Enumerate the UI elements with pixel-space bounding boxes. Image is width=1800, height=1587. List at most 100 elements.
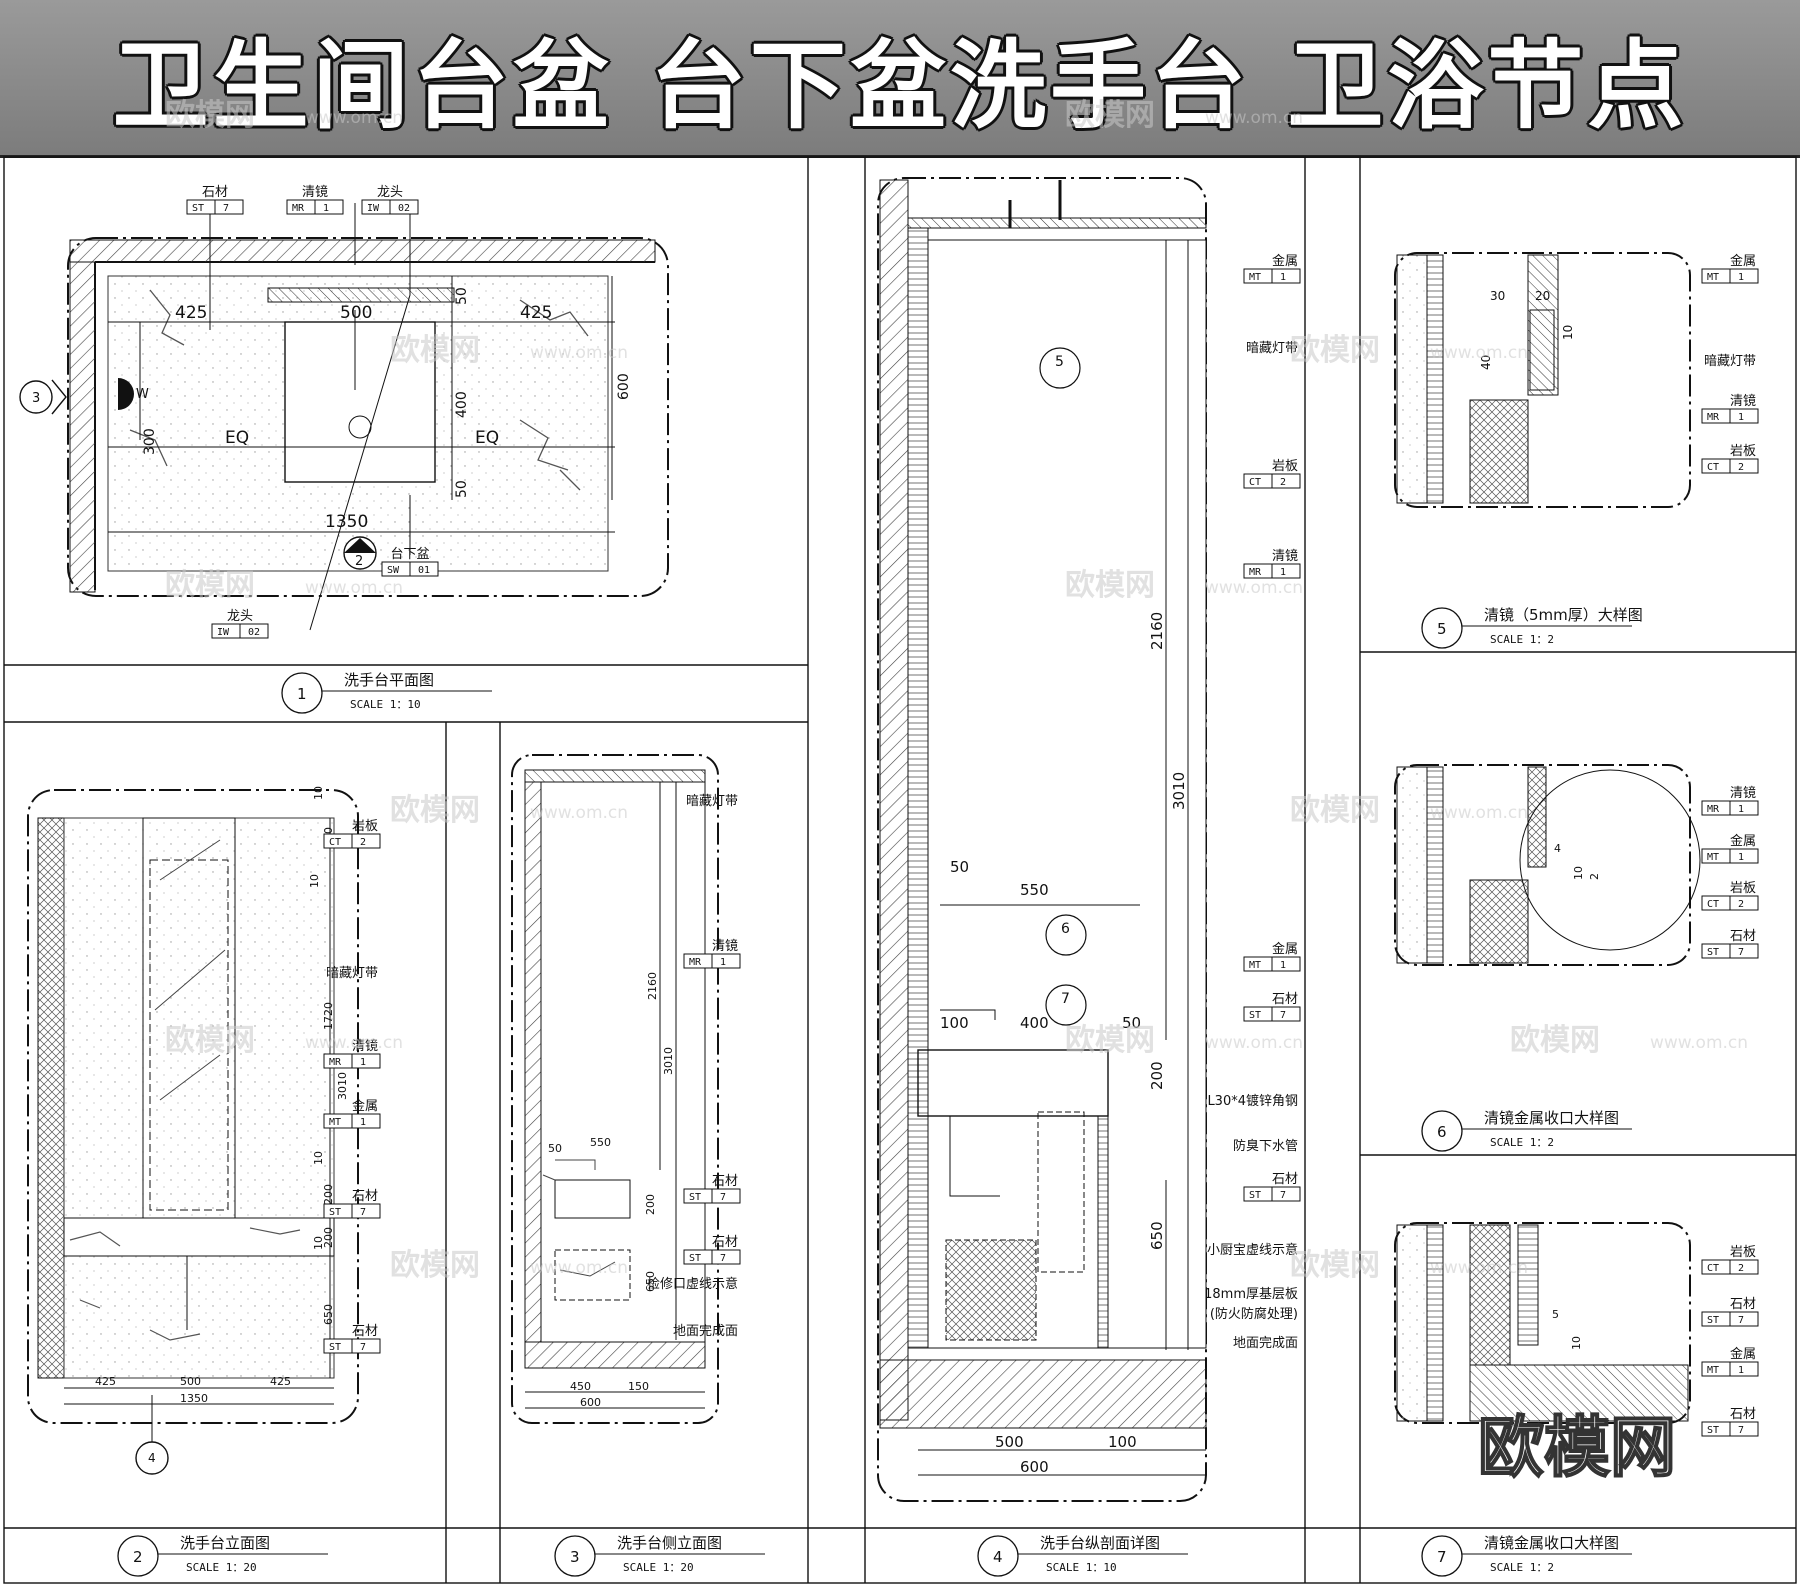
view1-tag-label: 台下盆 [390, 547, 429, 562]
view4-tag-num: 1 [1280, 960, 1286, 971]
view2-tag-label: 岩板 [352, 819, 378, 834]
view3-tag-label: 石材 [712, 1235, 738, 1250]
marker-side: 3 [32, 391, 40, 406]
view4-tag-code: ST [1249, 1010, 1261, 1021]
view6-tag-code: CT [1707, 899, 1719, 910]
view3-tag-5: 地面完成面 [673, 1324, 738, 1339]
view-5-detail: 30 20 40 10 [1394, 252, 1691, 508]
view-6-detail: 10 2 4 [1394, 764, 1701, 966]
view2-tag-label: 清镜 [352, 1039, 378, 1054]
v2-dim-10a: 10 [312, 786, 325, 800]
view1-number-circle [281, 672, 323, 714]
v2-dim-10d: 10 [312, 1236, 325, 1250]
v2-dim-200c: 200 [322, 1227, 335, 1248]
watermark-brand: 欧模网 [1065, 98, 1155, 133]
view1-tag-code: ST [192, 203, 204, 214]
view5-tag-label: 岩板 [1730, 444, 1756, 459]
dim-600: 600 [616, 373, 632, 400]
view4-tag-label: 金属 [1272, 253, 1298, 269]
view2-tag-2: 清镜 MR 1 [323, 1039, 381, 1069]
dim-w: W [136, 387, 149, 402]
view7-tag-label: 金属 [1730, 1346, 1756, 1362]
watermark-url: www.om.cn [305, 1033, 403, 1053]
view1-tag-num: 02 [248, 627, 260, 638]
view4-tag-label: 暗藏灯带 [1246, 341, 1298, 356]
view3-tag-0: 暗藏灯带 [686, 794, 738, 809]
view-3-side: 50 550 2160 3010 200 650 450 150 600 [511, 754, 719, 1424]
watermark-url: www.om.cn [1430, 1258, 1528, 1278]
dim-eq2: EQ [475, 428, 499, 448]
dim-50a: 50 [454, 287, 470, 305]
view2-tag-code: ST [329, 1342, 341, 1353]
view5-tag-label: 金属 [1730, 253, 1756, 269]
view6-tag-num: 7 [1738, 947, 1744, 958]
v4-dim-100: 100 [940, 1014, 969, 1032]
watermarks: 欧模网 www.om.cn 欧模网 www.om.cn 欧模网 www.om.cn 欧模网 w… [165, 98, 1748, 1487]
view5-name: 清镜（5mm厚）大样图 [1484, 606, 1643, 624]
watermark-url: www.om.cn [305, 108, 403, 128]
view4-tag-code: MT [1249, 960, 1261, 971]
watermark-url: www.om.cn [1205, 108, 1303, 128]
dim-mid: 500 [340, 303, 372, 323]
v5-dim-20: 20 [1535, 289, 1550, 303]
v4-callout-7: 7 [1061, 991, 1070, 1007]
view4-tag-label: 岩板 [1272, 459, 1298, 474]
view2-tag-label: 石材 [352, 1324, 378, 1339]
view-7-detail: 5 10 [1394, 1222, 1691, 1424]
view2-scale: SCALE 1：20 [186, 1561, 257, 1574]
v3-dim-2160: 2160 [646, 972, 659, 1000]
view3-tag-code: ST [689, 1253, 701, 1264]
view4-number-circle [977, 1535, 1019, 1577]
view4-tag-1: 暗藏灯带 [1246, 341, 1298, 356]
view3-name: 洗手台侧立面图 [617, 1534, 722, 1552]
v6-dim-4: 4 [1554, 842, 1561, 855]
view3-scale: SCALE 1：20 [623, 1561, 694, 1574]
watermark-brand: 欧模网 [390, 1248, 480, 1283]
watermark-url: www.om.cn [1430, 803, 1528, 823]
view7-scale: SCALE 1：2 [1490, 1561, 1554, 1574]
view2-tag-num: 1 [360, 1057, 366, 1068]
view1-number: 1 [297, 685, 307, 703]
view5-tag-num: 2 [1738, 462, 1744, 473]
v2-dim-10c: 10 [312, 1151, 325, 1165]
v4-dim-650: 650 [1148, 1221, 1166, 1250]
v3-dim-200: 200 [644, 1194, 657, 1215]
view4-tag-num: 1 [1280, 272, 1286, 283]
view7-tag-code: ST [1707, 1425, 1719, 1436]
view3-number: 3 [570, 1548, 580, 1566]
view4-tag-label: 石材 [1272, 1172, 1298, 1187]
watermark-brand: 欧模网 [1290, 333, 1380, 368]
view4-tag-11: (防火防腐处理) [1210, 1306, 1298, 1322]
view2-tag-code: MR [329, 1057, 342, 1068]
watermark-brand: 欧模网 [165, 1023, 255, 1058]
v4-callout-5: 5 [1055, 354, 1064, 370]
view6-tag-code: MT [1707, 852, 1719, 863]
view5-tag-num: 1 [1738, 272, 1744, 283]
view2-tag-label: 石材 [352, 1189, 378, 1204]
view2-tag-num: 7 [360, 1207, 366, 1218]
watermark-url: www.om.cn [530, 1258, 628, 1278]
view2-number: 2 [133, 1548, 143, 1566]
view6-name: 清镜金属收口大样图 [1484, 1109, 1619, 1127]
view4-tag-12: 地面完成面 [1233, 1336, 1298, 1351]
dim-300: 300 [142, 428, 158, 455]
view6-tag-code: MR [1707, 804, 1720, 815]
view2-tag-num: 1 [360, 1117, 366, 1128]
watermark-url: www.om.cn [1205, 578, 1303, 598]
